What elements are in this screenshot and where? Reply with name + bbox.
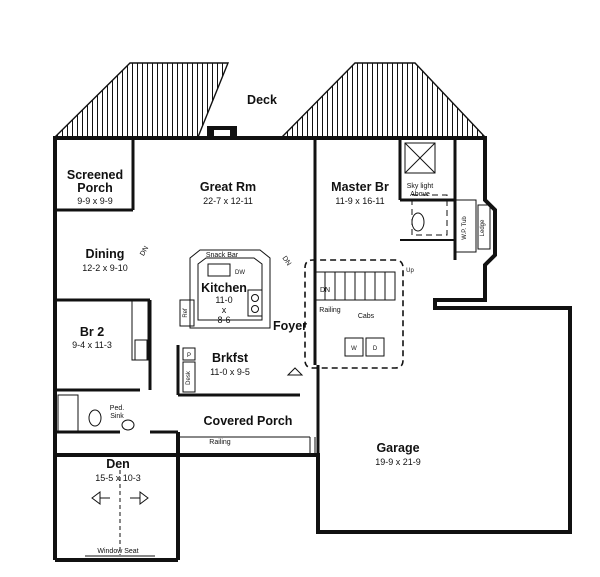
screened-porch-label-2: Porch [77,181,112,195]
desk-label: Desk [186,370,192,385]
ped-sink-label-1: Ped. [110,405,124,412]
roof-left [53,62,230,138]
master-br-dims: 11-9 x 16-11 [335,196,384,206]
master-br-label: Master Br [331,180,389,194]
screened-porch-dims: 9-9 x 9-9 [77,196,113,206]
garage-dims: 19-9 x 21-9 [375,457,421,467]
shower [404,142,436,174]
kitchen-dims-1: 11-0 [215,295,232,305]
kitchen-label: Kitchen [201,281,247,295]
interior-walls [55,138,457,455]
br2-label: Br 2 [80,325,104,339]
skylight-label-2: Above [410,191,430,198]
dining-label: Dining [86,247,125,261]
railing-stair-label: Railing [319,307,341,314]
kitchen-dims-2: x [222,305,227,315]
whirlpool-tub [455,199,477,253]
dw-label: DW [235,270,245,276]
stair-area-outline [304,259,404,369]
pantry [182,347,196,361]
linen-closet [134,339,148,361]
great-room-dims: 22-7 x 12-11 [203,196,253,206]
dryer [365,337,385,357]
master-sink [411,212,425,232]
sink [207,263,231,277]
washer [344,337,364,357]
pantry-label: P [187,353,191,359]
bathtub [57,394,79,432]
screened-porch-label-1: Screened [67,168,123,182]
foyer-label: Foyer [273,319,307,333]
toilet [88,409,102,427]
breakfast-label: Brkfst [212,351,249,365]
garage-label: Garage [376,441,419,455]
kitchen-dims-3: 8-6 [217,315,230,325]
railing-porch-label: Railing [209,439,231,446]
pedestal-sink [121,419,135,431]
kitchen-counter [189,249,271,329]
stair-treads [314,271,396,301]
den-label: Den [106,457,130,471]
dn-dining-label: DN [139,245,150,257]
ref-label: Ref [183,308,189,318]
window-seat-label: Window Seat [97,548,138,555]
dining-dims: 12-2 x 9-10 [82,263,128,273]
arrow-left [91,491,110,505]
arrow-right [130,491,149,505]
breakfast-dims: 11-0 x 9-5 [210,367,250,377]
snack-bar-label: Snack Bar [206,252,239,259]
den-dims: 15-5 x 10-3 [95,473,141,483]
dn-great-label: DN [280,255,292,267]
range [247,289,263,317]
up-label: Up [406,268,414,274]
skylight-outline [411,194,448,236]
ped-sink-label-2: Sink [110,413,124,420]
br2-dims: 9-4 x 11-3 [72,340,112,350]
skylight-label-1: Sky light [407,183,434,190]
cabs-label: Cabs [358,313,375,320]
dryer-label: D [373,346,378,352]
great-room-label: Great Rm [200,180,256,194]
garage-step [286,367,304,376]
washer-label: W [351,346,357,352]
roof-right [280,62,487,138]
ledge-label: Ledge [480,219,486,236]
covered-porch-label: Covered Porch [204,414,293,428]
deck-label: Deck [247,93,277,107]
desk [182,361,196,393]
br2-closet [131,299,149,361]
dn-stair-label: DN [320,287,330,294]
refrigerator [179,299,195,327]
wp-tub-label: W.P. Tub [462,216,468,240]
